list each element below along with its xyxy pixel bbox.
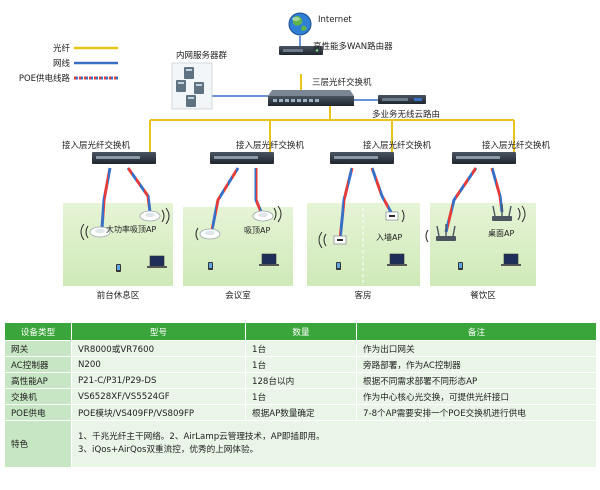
header-note: 备注 (356, 322, 597, 341)
access-switch-4-label: 接入层光纤交换机 (482, 140, 551, 151)
header-quantity: 数量 (245, 322, 357, 341)
wan-router-icon (279, 46, 323, 55)
device-spec-table: 设备类型 型号 数量 备注 网关 VR8000或VR7600 1台 作为出口网关… (4, 322, 597, 468)
laptop-icon (501, 253, 521, 266)
cell-type: AC控制器 (4, 356, 72, 373)
cell-note: 作为出口网关 (356, 340, 597, 357)
laptop-icon (387, 253, 407, 266)
access-switch-2-label: 接入层光纤交换机 (236, 140, 305, 151)
zones: 前台休息区 会议室 客房 餐饮区 (63, 203, 536, 301)
cell-qty: 1台 (245, 388, 357, 405)
network-topology-diagram: 光纤 网线 POE供电线路 前台休息区 会议室 客房 餐饮区 (19, 12, 551, 301)
phone-icon (116, 264, 121, 272)
cell-qty: 128台以内 (245, 372, 357, 389)
cell-feature-lines: 1、千兆光纤主干网络。2、AirLamp云管理技术，AP即插即用。 3、iQos… (71, 420, 597, 468)
zone-label-reception: 前台休息区 (97, 290, 140, 301)
internet-globe-icon (288, 12, 312, 36)
wifi-signal-icon (80, 207, 170, 241)
legend-fiber-label: 光纤 (53, 43, 71, 54)
desktop-ap-icon (492, 204, 512, 221)
cell-type: 网关 (4, 340, 72, 357)
feature-line: 1、千兆光纤主干网络。2、AirLamp云管理技术，AP即插即用。 (78, 432, 325, 442)
ap-ceiling-label: 吸顶AP (244, 226, 270, 235)
zone-meeting-room (183, 207, 293, 286)
ap-high-power-label: 大功率吸顶AP (106, 224, 156, 234)
core-switch-label: 三层光纤交换机 (312, 77, 372, 88)
access-switch-3-label: 接入层光纤交换机 (363, 140, 432, 151)
desktop-ap-icon (436, 224, 456, 241)
cell-model: P21-C/P31/P29-DS (71, 372, 246, 389)
cell-note: 旁路部署，作为AC控制器 (356, 356, 597, 373)
wifi-signal-icon (318, 209, 405, 249)
feature-line: 3、iQos+AirQos双重流控，优秀的上网体验。 (78, 445, 259, 455)
zone-dining-area (430, 203, 536, 286)
cell-feature-type: 特色 (4, 420, 72, 468)
table-row: 交换机 VS6528XF/VS5524GF 1台 作为中心核心光交换，可提供光纤… (4, 388, 597, 405)
wifi-signal-icon (425, 205, 526, 243)
wan-router-label: 高性能多WAN路由器 (313, 41, 393, 52)
table-row: 网关 VR8000或VR7600 1台 作为出口网关 (4, 340, 597, 357)
ap-desktop-label: 桌面AP (488, 228, 514, 238)
legend: 光纤 网线 POE供电线路 (19, 43, 118, 84)
cell-note: 根据不同需求部署不同形态AP (356, 372, 597, 389)
wifi-signal-icon (195, 205, 282, 241)
cell-note: 7-8个AP需要安排一个POE交换机进行供电 (356, 404, 597, 421)
ceiling-ap-icon (199, 228, 221, 240)
cell-qty: 1台 (245, 340, 357, 357)
fiber-links (149, 74, 515, 152)
core-switch-icon (268, 90, 354, 106)
internet-label: Internet (318, 15, 352, 25)
zone-label-guest-room: 客房 (354, 290, 371, 301)
table-row-features: 特色 1、千兆光纤主干网络。2、AirLamp云管理技术，AP即插即用。 3、i… (4, 420, 597, 468)
cell-model: N200 (71, 356, 246, 373)
laptop-icon (147, 255, 167, 268)
cell-model: VR8000或VR7600 (71, 340, 246, 357)
access-switch-1-label: 接入层光纤交换机 (62, 140, 131, 151)
wall-ap-icon (385, 211, 399, 221)
ceiling-ap-icon (139, 210, 161, 222)
wall-ap-icon (333, 235, 347, 245)
wireless-router-label: 多业务无线云路由 (372, 109, 440, 120)
table-header-row: 设备类型 型号 数量 备注 (4, 322, 597, 341)
wireless-router-icon (378, 95, 426, 104)
cell-note: 作为中心核心光交换，可提供光纤接口 (356, 388, 597, 405)
cell-type: 高性能AP (4, 372, 72, 389)
cell-type: POE供电 (4, 404, 72, 421)
access-switch-2-icon (210, 152, 274, 164)
cell-qty: 根据AP数量确定 (245, 404, 357, 421)
ap-wall-label: 入墙AP (376, 232, 402, 242)
cell-qty: 1台 (245, 356, 357, 373)
zone-label-meeting: 会议室 (225, 290, 251, 301)
ceiling-ap-icon (252, 210, 274, 222)
phone-icon (208, 262, 213, 270)
access-switch-3-icon (330, 152, 394, 164)
server-group-icon (171, 62, 213, 110)
laptop-icon (259, 253, 279, 266)
ceiling-ap-icon (89, 226, 111, 238)
table-row: AC控制器 N200 1台 旁路部署，作为AC控制器 (4, 356, 597, 373)
header-model: 型号 (71, 322, 246, 341)
legend-cable-label: 网线 (53, 58, 71, 69)
cable-links (212, 36, 378, 101)
server-group-label: 内网服务器群 (176, 50, 228, 61)
header-device-type: 设备类型 (4, 322, 72, 341)
cell-model: POE模块/VS409FP/VS809FP (71, 404, 246, 421)
table-row: POE供电 POE模块/VS409FP/VS809FP 根据AP数量确定 7-8… (4, 404, 597, 421)
cell-type: 交换机 (4, 388, 72, 405)
phone-icon (458, 262, 463, 270)
access-switch-1-icon (92, 152, 156, 164)
access-switch-4-icon (452, 152, 516, 164)
table-row: 高性能AP P21-C/P31/P29-DS 128台以内 根据不同需求部署不同… (4, 372, 597, 389)
legend-poe-label: POE供电线路 (19, 73, 71, 84)
cell-model: VS6528XF/VS5524GF (71, 388, 246, 405)
zone-label-dining: 餐饮区 (470, 290, 496, 301)
phone-icon (336, 262, 341, 270)
